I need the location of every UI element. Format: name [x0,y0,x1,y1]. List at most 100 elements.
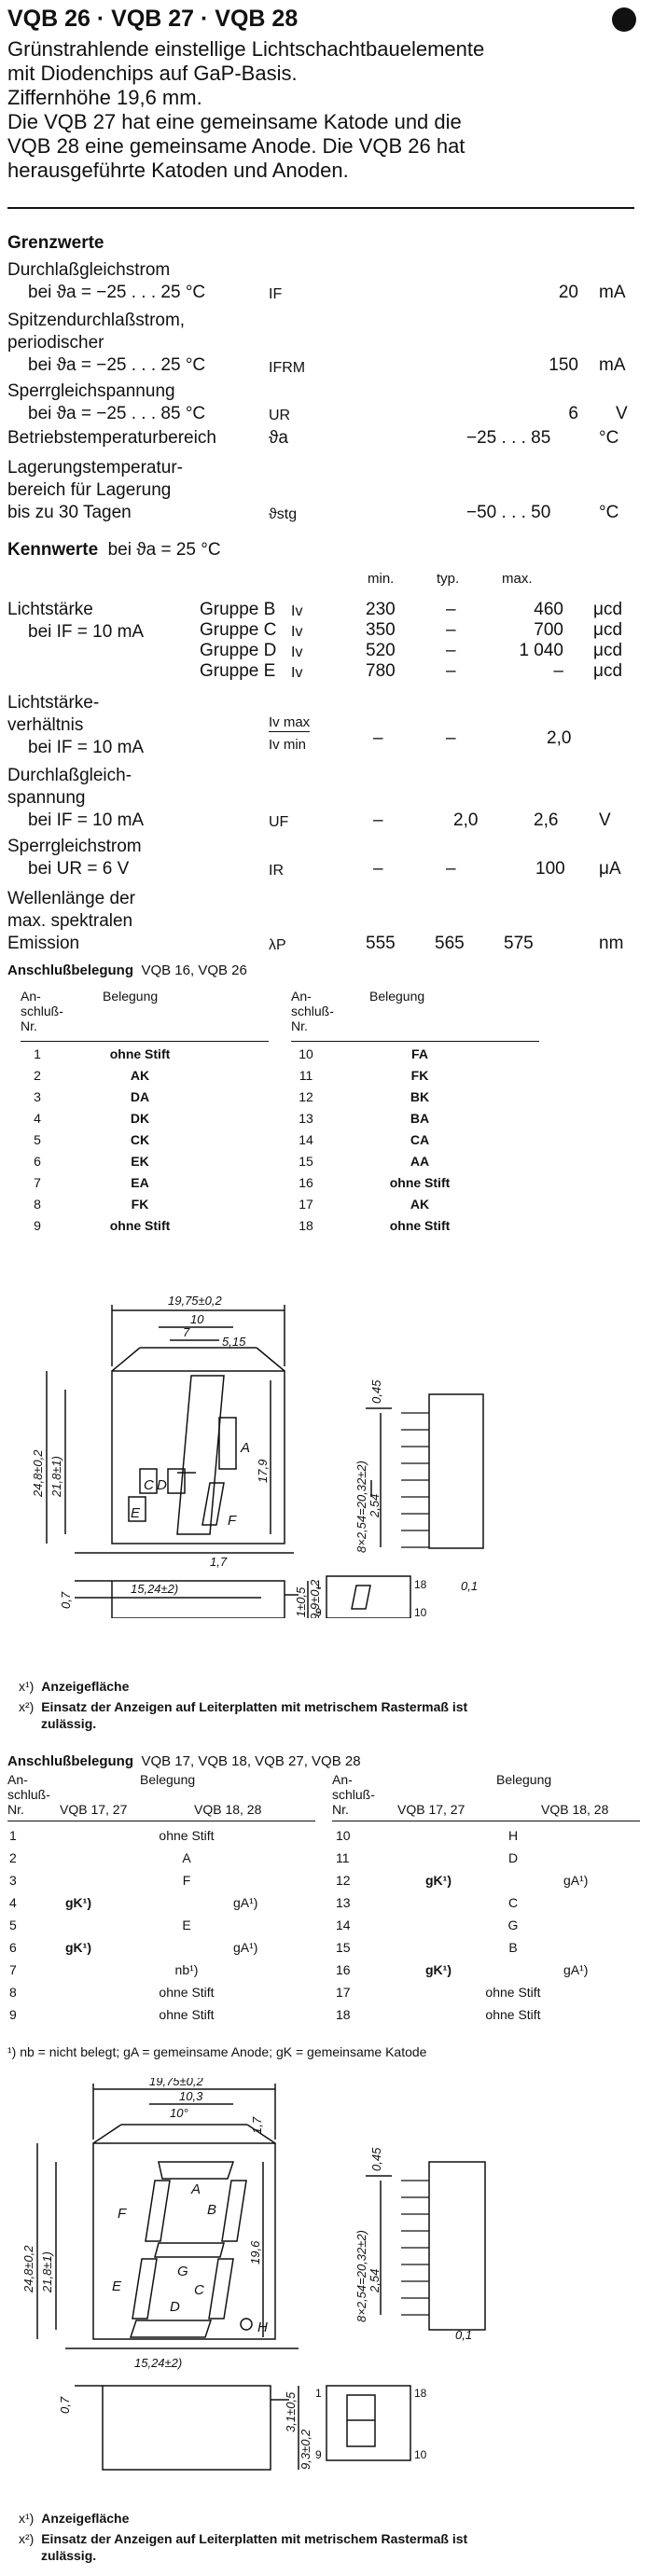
svg-text:C: C [144,1477,154,1493]
table-cell: 5 [9,1918,17,1932]
svg-text:0,1: 0,1 [461,1579,478,1593]
svg-text:9: 9 [315,2448,322,2461]
dimension-drawing-2: 19,75±0,2 10,3 10° 1,7 24,8±0,2 21,8±1) … [21,2078,486,2471]
svg-text:5,15: 5,15 [222,1335,246,1349]
svg-text:D: D [170,2299,180,2315]
bottom-view-outline [102,2385,271,2471]
table-cell: 3 [9,1873,17,1888]
section-title-anschluss-2: Anschlußbelegung VQB 17, VQB 18, VQB 27,… [7,1753,361,1769]
table-cell: ohne Stift [159,2007,215,2022]
svg-text:19,75±0,2: 19,75±0,2 [168,1294,223,1308]
table-cell: 16 [299,1175,313,1190]
table-cell: 8 [34,1197,41,1212]
svg-text:15,24±2): 15,24±2) [131,1582,178,1596]
svg-text:0,1: 0,1 [455,2328,472,2342]
svg-text:15,24±2): 15,24±2) [134,2356,182,2370]
svg-text:0,45: 0,45 [369,1379,383,1404]
table-cell: 9 [9,2007,17,2022]
svg-text:9,3±0,2: 9,3±0,2 [299,2429,313,2470]
table-cell: 7 [34,1175,41,1190]
col-head-left: An- schluß- Nr. [21,989,63,1033]
table-cell: ohne Stift [109,1046,171,1061]
svg-text:19,6: 19,6 [248,2240,262,2264]
table-cell: ohne Stift [389,1218,451,1233]
svg-text:D: D [157,1477,167,1493]
svg-text:21,8±1): 21,8±1) [49,1456,63,1498]
table-cell: ohne Stift [389,1175,451,1190]
svg-text:C: C [194,2282,204,2298]
table-cell: CA [410,1132,430,1147]
svg-text:10,3: 10,3 [179,2089,203,2103]
intro-text: Grünstrahlende einstellige Lichtschachtb… [7,37,485,182]
svg-text:18: 18 [414,2387,427,2400]
table-cell: 6 [9,1940,17,1955]
svg-text:H: H [257,2320,268,2335]
table-cell: 17 [299,1197,313,1212]
svg-text:E: E [131,1505,141,1521]
table-cell: 1 [9,1828,17,1843]
table-cell: 11 [336,1850,350,1865]
table-cell: B [508,1940,518,1955]
table-cell: H [507,1828,519,1843]
table-cell: 7 [9,1962,17,1977]
svg-text:2,54: 2,54 [368,1494,382,1518]
svg-text:F: F [118,2206,127,2222]
section-title-kennwerte: Kennwerte bei ϑa = 25 °C [7,540,221,560]
svg-text:1,7: 1,7 [210,1555,228,1569]
table-cell: FK [410,1068,429,1083]
footnote-legend: ¹) nb = nicht belegt; gA = gemeinsame An… [7,2044,427,2059]
table-cell: F [182,1873,191,1888]
table-cell: 13 [299,1111,313,1126]
page-title: VQB 26 · VQB 27 · VQB 28 [7,6,299,32]
table-cell: ohne Stift [485,2007,541,2022]
dimension-drawing-1: 19,75±0,2 10 7 5,15 24,8±0,2 21,8±1) 17,… [31,1294,484,1618]
svg-text:21,8±1): 21,8±1) [40,2251,54,2293]
svg-text:24,8±0,2: 24,8±0,2 [31,1449,45,1498]
svg-text:1: 1 [315,2387,322,2400]
svg-text:G: G [177,2264,188,2279]
table-cell: 1 [34,1046,41,1061]
svg-text:0,7: 0,7 [59,1591,73,1609]
table-cell: nb¹) [174,1962,199,1977]
svg-text:0,45: 0,45 [369,2147,383,2171]
table-cell: 14 [336,1918,351,1932]
svg-text:2,54: 2,54 [368,2269,382,2293]
section-title-anschluss-1: Anschlußbelegung VQB 16, VQB 26 [7,963,247,978]
table-cell: 5 [34,1132,41,1147]
svg-text:10°: 10° [170,2106,188,2120]
svg-text:F: F [228,1513,237,1529]
svg-text:24,8±0,2: 24,8±0,2 [21,2245,35,2293]
svg-text:0,7: 0,7 [58,2396,72,2414]
table-cell: 10 [299,1046,313,1061]
table-cell: FK [131,1197,149,1212]
table-cell: BK [410,1089,430,1104]
table-cell: ohne Stift [109,1218,171,1233]
svg-text:7: 7 [183,1325,190,1339]
table-cell: D [507,1850,519,1865]
table-cell: gA¹) [563,1962,589,1977]
svg-text:10: 10 [190,1312,204,1326]
table-cell: EA [131,1175,149,1190]
svg-text:9: 9 [315,1606,322,1618]
side-view-outline [428,2161,486,2331]
table-cell: ohne Stift [159,1828,215,1843]
table-cell: gK¹) [65,1940,91,1955]
divider [7,207,634,209]
bottom-view-outline [111,1580,285,1618]
table-cell: 4 [34,1111,41,1126]
col-head-right: An- schluß- Nr. [291,989,334,1033]
table-cell: 18 [336,2007,351,2022]
table-cell: DA [130,1089,150,1104]
svg-text:8×2,54=20,32±2): 8×2,54=20,32±2) [354,2230,368,2322]
table-cell: AA [410,1154,430,1169]
table-cell: C [507,1895,519,1910]
section-title-grenzwerte: Grenzwerte [7,233,104,253]
svg-text:A: A [240,1440,250,1456]
table-cell: 14 [299,1132,313,1147]
front-view-outline [92,2142,276,2340]
table-cell: 13 [336,1895,351,1910]
table-cell: 4 [9,1895,17,1910]
pin-view-outline [326,1575,411,1618]
table-cell: AK [410,1197,430,1212]
svg-text:19,75±0,2: 19,75±0,2 [149,2078,204,2088]
